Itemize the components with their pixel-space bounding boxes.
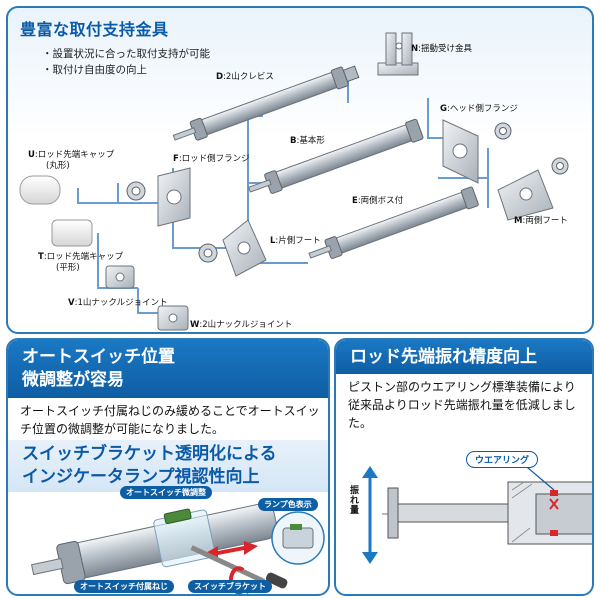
mounting-bullets: 設置状況に合った取付支持が可能 取付け自由度の向上 [42, 46, 211, 78]
cylinder-boss [308, 186, 479, 259]
double-knuckle-part [157, 305, 189, 331]
head-flange-part [442, 119, 512, 184]
auto-switch-panel: オートスイッチ位置 微調整が容易 オートスイッチ付属ねじのみ緩めることでオートス… [6, 338, 330, 596]
switch-bracket-callout: スイッチブラケット [188, 580, 272, 593]
auto-switch-description: オートスイッチ付属ねじのみ緩めることでオートスイッチ位置の微調整が可能になりまし… [20, 404, 320, 436]
auto-switch-heading: オートスイッチ位置 微調整が容易 [8, 340, 328, 398]
rod-runout-heading: ロッド先端振れ精度向上 [336, 340, 592, 374]
wear-ring-label: ウエアリング [466, 451, 539, 468]
nut-part [198, 243, 218, 263]
fine-adjust-callout: オートスイッチ微調整 [120, 486, 212, 499]
part-label-G: G:ヘッド側フランジ [440, 104, 518, 114]
cylinder-clevis [172, 65, 360, 141]
part-label-F: F:ロッド側フランジ [173, 154, 250, 164]
bullet-item: 設置状況に合った取付支持が可能 [42, 46, 211, 62]
lamp-color-callout: ランプ色表示 [258, 498, 318, 511]
part-label-L: L:片側フート [270, 236, 321, 246]
part-label-U: U:ロッド先端キャップ (丸形) [28, 150, 115, 171]
switch-screw-callout: オートスイッチ付属ねじ [74, 580, 174, 593]
flat-cap-part [51, 219, 93, 247]
nut-part [126, 181, 146, 201]
single-knuckle-part [105, 265, 135, 289]
part-label-B: B:基本形 [290, 136, 325, 146]
round-cap-part [19, 175, 61, 205]
mounting-panel-title: 豊富な取付支持金具 [20, 20, 169, 39]
part-label-E: E:両側ボス付 [352, 196, 404, 206]
part-label-T: T:ロッド先端キャップ (平形) [38, 252, 124, 273]
pivot-bracket-part [377, 32, 419, 76]
double-foot-part [497, 157, 569, 221]
cylinder-basic [248, 118, 424, 194]
parts-illustration [19, 32, 569, 331]
bullet-item: 取付け自由度の向上 [42, 62, 210, 78]
rod-flange-part [157, 167, 191, 227]
mounting-brackets-panel: 豊富な取付支持金具 設置状況に合った取付支持が可能 取付け自由度の向上 [6, 6, 594, 334]
rod-runout-panel: ロッド先端振れ精度向上 ピストン部のウエアリング標準装備により従来品よりロッド先… [334, 338, 594, 596]
bracket-heading: スイッチブラケット透明化による インジケータランプ視認性向上 [8, 440, 328, 492]
single-foot-part [222, 219, 267, 277]
part-label-W: W:2山ナックルジョイント [190, 320, 293, 330]
part-label-V: V:1山ナックルジョイント [68, 298, 168, 308]
rod-runout-description: ピストン部のウエアリング標準装備により従来品よりロッド先端振れ量を低減しました。 [348, 380, 576, 430]
part-label-N: N:揺動受け金具 [411, 44, 472, 54]
part-label-M: M:両側フート [514, 216, 568, 226]
part-label-D: D:2山クレビス [216, 72, 274, 82]
runout-label: 振れ量 [350, 486, 360, 516]
rod-section-illustration [362, 464, 592, 564]
